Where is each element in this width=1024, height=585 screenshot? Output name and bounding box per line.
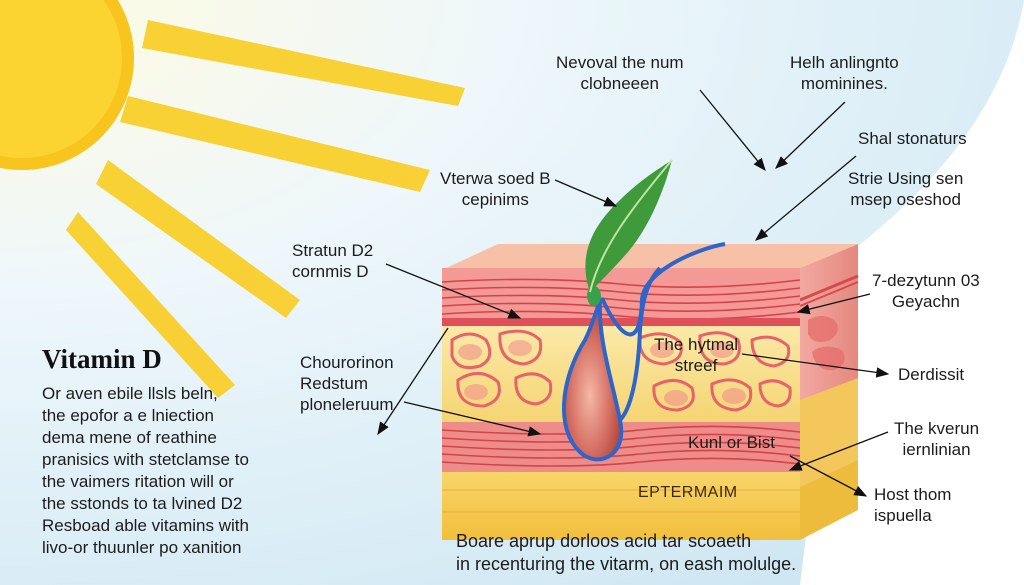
label-host: Host thom ispuella (874, 484, 951, 526)
label-shal: Shal stonaturs (858, 128, 967, 149)
label-line: mominines. (800, 74, 888, 93)
label-line: 7-dezytunn 03 (872, 271, 980, 290)
label-dezytunn: 7-dezytunn 03 Geyachn (872, 270, 980, 312)
description-line: dema mene of reathine (42, 428, 217, 447)
description-line: the vaimers ritation will or (42, 472, 234, 491)
skin-block-side (799, 244, 859, 540)
leader-lines (377, 89, 890, 497)
label-line: Kunl or Bist (688, 433, 775, 452)
label-line: Chourorinon (300, 353, 394, 372)
label-line: ispuella (874, 506, 932, 525)
label-line: The hytmal (654, 335, 739, 354)
description-text: Or aven ebile llsls beln, the epofor a e… (42, 383, 249, 559)
description-line: Resboad able vitamins with (42, 516, 249, 535)
label-line: clobneeen (580, 74, 660, 93)
label-derdissit: Derdissit (898, 364, 964, 385)
caption-line: Boare aprup dorloos acid tar scoaeth (456, 531, 752, 551)
label-strie: Strie Using sen msep oseshod (848, 168, 963, 210)
bottom-caption: Boare aprup dorloos acid tar scoaeth in … (456, 530, 796, 576)
label-line: streef (674, 356, 718, 375)
caption-line: in recenturing the vitarm, on eash molul… (456, 554, 797, 574)
description-line: the sstonds to ta lvined D2 (42, 494, 243, 513)
label-line: Nevoval the num (556, 53, 684, 72)
label-vterwa: Vterwa soed B cepinims (440, 168, 551, 210)
description-line: the epofor a e lniection (42, 406, 215, 425)
sun-rays (66, 20, 465, 398)
label-line: Host thom (874, 485, 952, 504)
label-line: The kverun (894, 419, 980, 438)
label-line: cornmis D (292, 262, 369, 281)
label-hytmal: The hytmal streef (654, 334, 738, 376)
label-kverun: The kverun iernlinian (894, 418, 979, 460)
label-line: Redstum (300, 374, 369, 393)
label-line: msep oseshod (850, 190, 961, 209)
description-line: livo-or thuunler po xanition (42, 538, 242, 557)
label-line: Helh anlingnto (790, 53, 899, 72)
label-line: cepinims (461, 190, 529, 209)
diagram-title: Vitamin D (42, 344, 162, 374)
label-stratun: Stratun D2 cornmis D (292, 240, 373, 282)
label-line: Geyachn (891, 292, 960, 311)
leaf-hair-shaft (585, 159, 673, 293)
label-line: iernlinian (902, 440, 971, 459)
description-line: pranisics with stetclamse to (42, 450, 249, 469)
label-line: Strie Using sen (848, 169, 964, 188)
label-line: Vterwa soed B (440, 169, 551, 188)
label-line: Stratun D2 (292, 241, 374, 260)
description-line: Or aven ebile llsls beln, (42, 384, 218, 403)
label-top-left: Nevoval the num clobneeen (556, 52, 684, 94)
label-line: Derdissit (898, 365, 965, 384)
label-top-right: Helh anlingnto mominines. (790, 52, 899, 94)
label-line: ploneleruum (300, 395, 394, 414)
epidermis-layer-label: EPTERMAIM (638, 484, 738, 501)
sun-icon (0, 0, 134, 170)
label-chourorinon: Chourorinon Redstum ploneleruum (300, 352, 394, 415)
label-kunl: Kunl or Bist (688, 432, 775, 453)
label-line: Shal stonaturs (858, 129, 967, 148)
